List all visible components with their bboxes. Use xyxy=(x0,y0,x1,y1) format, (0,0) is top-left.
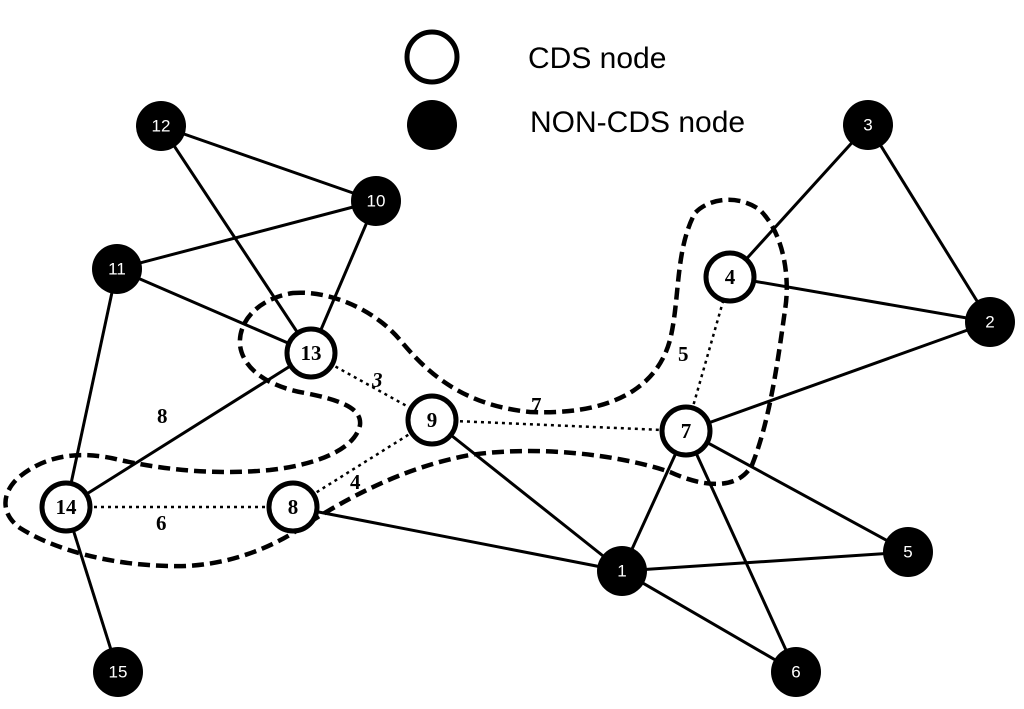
node-3: 3 xyxy=(843,100,893,150)
node-label-4: 4 xyxy=(725,265,736,289)
edge-12-10 xyxy=(160,124,377,203)
edge-11-10 xyxy=(116,199,377,271)
edge-weight-9-8: 4 xyxy=(350,470,361,494)
node-label-8: 8 xyxy=(288,495,299,519)
legend-noncds-symbol xyxy=(407,100,457,150)
non-cds-node-circle-12 xyxy=(136,101,186,151)
edge-weight-9-7: 7 xyxy=(531,393,542,417)
dotted-edge-9-7 xyxy=(431,418,687,433)
edge-14-15 xyxy=(64,506,120,673)
node-label-9: 9 xyxy=(427,408,438,432)
node-4: 4 xyxy=(703,250,757,304)
legend-cds-symbol xyxy=(404,29,460,85)
node-9: 9 xyxy=(405,393,459,447)
cds-node-circle-13 xyxy=(284,326,338,380)
node-label-12: 12 xyxy=(152,117,171,136)
node-label-2: 2 xyxy=(985,313,994,332)
node-label-3: 3 xyxy=(863,116,872,135)
legend-noncds-label: NON-CDS node xyxy=(530,106,745,139)
edge-1-5 xyxy=(621,550,909,573)
cds-node-circle-8 xyxy=(266,480,320,534)
node-8: 8 xyxy=(266,480,320,534)
node-label-7: 7 xyxy=(681,419,692,443)
edge-4-2 xyxy=(729,275,991,324)
node-15: 15 xyxy=(93,647,143,697)
node-12: 12 xyxy=(136,101,186,151)
edge-12-13 xyxy=(159,125,313,354)
edge-9-1 xyxy=(431,418,623,573)
node-label-11: 11 xyxy=(108,260,126,279)
node-7: 7 xyxy=(659,404,713,458)
edge-7-6 xyxy=(684,430,798,673)
cds-boundary xyxy=(3,197,789,569)
cds-node-circle-14 xyxy=(39,480,93,534)
edge-1-6 xyxy=(621,569,797,674)
non-cds-node-circle-11 xyxy=(92,244,142,294)
node-label-13: 13 xyxy=(301,341,322,365)
cds-node-circle-4 xyxy=(703,250,757,304)
node-label-1: 1 xyxy=(617,562,626,581)
node-label-6: 6 xyxy=(791,663,800,682)
edge-13-14 xyxy=(65,351,312,509)
node-label-15: 15 xyxy=(109,663,128,682)
node-13: 13 xyxy=(284,326,338,380)
edge-11-13 xyxy=(116,267,312,355)
weighted-dotted-edges xyxy=(66,276,732,509)
node-14: 14 xyxy=(39,480,93,534)
solid-edges xyxy=(64,123,992,674)
legend: CDS node NON-CDS node xyxy=(404,29,745,150)
non-cds-node-circle-6 xyxy=(771,647,821,697)
edge-8-1 xyxy=(292,505,623,573)
edge-7-5 xyxy=(685,429,909,554)
node-11: 11 xyxy=(92,244,142,294)
edge-weight-13-14: 8 xyxy=(157,404,168,428)
non-cds-node-circle-10 xyxy=(351,176,401,226)
edge-weight-7-4: 5 xyxy=(678,342,689,366)
non-cds-node-circle-5 xyxy=(883,527,933,577)
non-cds-node-circle-3 xyxy=(843,100,893,150)
non-cds-node-circle-2 xyxy=(965,297,1015,347)
node-2: 2 xyxy=(965,297,1015,347)
node-10: 10 xyxy=(351,176,401,226)
edge-7-2 xyxy=(685,320,991,433)
node-label-14: 14 xyxy=(56,495,78,519)
node-1: 1 xyxy=(597,546,647,596)
node-label-5: 5 xyxy=(903,543,912,562)
edge-10-13 xyxy=(309,200,378,354)
edge-weight-13-9: 3 xyxy=(371,368,383,392)
node-label-10: 10 xyxy=(367,192,386,211)
cds-node-circle-7 xyxy=(659,404,713,458)
non-cds-node-circle-15 xyxy=(93,647,143,697)
edge-4-3 xyxy=(728,123,870,279)
node-6: 6 xyxy=(771,647,821,697)
dotted-edge-7-4 xyxy=(684,276,732,432)
non-cds-node-circle-1 xyxy=(597,546,647,596)
legend-cds-label: CDS node xyxy=(528,42,666,75)
edge-weight-labels: 8 3 7 5 4 6 xyxy=(156,342,689,535)
edge-weight-14-8: 6 xyxy=(156,511,167,535)
node-5: 5 xyxy=(883,527,933,577)
edge-11-14 xyxy=(64,268,119,508)
edge-3-2 xyxy=(866,124,992,323)
cds-node-circle-9 xyxy=(405,393,459,447)
